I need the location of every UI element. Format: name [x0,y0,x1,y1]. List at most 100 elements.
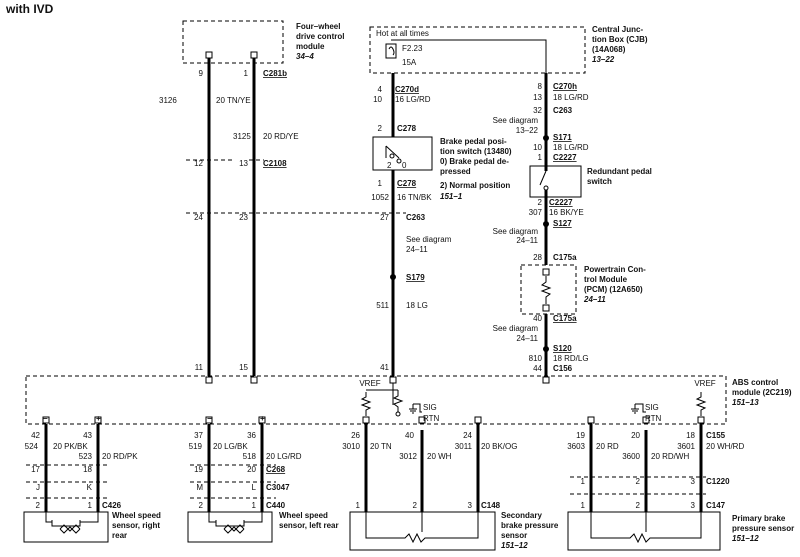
abs-control-module: ABS control module (2C219) 151–13 [25,375,792,425]
wire-label: 18 LG/RD [553,143,589,152]
svg-text:(14A068): (14A068) [592,45,626,54]
wire-label: 18 [686,431,695,440]
wheel-speed-sensor-left: Wheel speed sensor, left rear [187,511,339,543]
wire-label: 27 [380,213,389,222]
wire-label: 40 [405,431,414,440]
wire-label: C426 [102,501,122,510]
wire-label: 10 [373,95,382,104]
svg-text:F2.23: F2.23 [402,44,423,53]
wire-label: 18 LG/RD [553,93,589,102]
wire-label: 12 [194,159,203,168]
svg-text:tion Box (CJB): tion Box (CJB) [592,35,648,44]
wire-label: 18 RD/LG [553,354,589,363]
abs-internal-circuit [360,383,707,417]
wire-label: 20 WH [427,452,452,461]
wire-label: SIG [423,403,437,412]
wire-label: 1 [244,69,249,78]
splices [390,135,549,352]
wire-label: 523 [79,452,93,461]
wire-label: 9 [199,69,204,78]
wire-label: C155 [706,431,726,440]
svg-text:Central Junc-: Central Junc- [592,25,643,34]
wire-label: 3126 [159,96,177,105]
wire-label: 4 [378,85,383,94]
wire-label: 41 [380,363,389,372]
wire-label: C263 [553,106,573,115]
wire-label: 20 [247,465,256,474]
wire-label: 3600 [622,452,640,461]
svg-text:switch: switch [587,177,612,186]
wire-label: 42 [31,431,40,440]
svg-text:Primary brake: Primary brake [732,514,786,523]
svg-text:sensor, right: sensor, right [112,521,160,530]
wire-label: 15 [239,363,248,372]
wire-label: 16 LG/RD [395,95,431,104]
svg-text:151–12: 151–12 [501,541,528,550]
wire-label: RTN [645,414,662,423]
wire-label: 28 [533,253,542,262]
svg-text:ABS control: ABS control [732,378,778,387]
wire-label: 3 [691,501,696,510]
wire-label: See diagram [406,235,452,244]
wire-label: VREF [694,379,715,388]
wire-label: C2108 [263,159,287,168]
wire-label: 20 TN/YE [216,96,251,105]
wire-label: C2227 [553,153,577,162]
wire-label: 8 [538,82,543,91]
svg-text:Secondary: Secondary [501,511,542,520]
svg-text:sensor: sensor [501,531,527,540]
wire-label: 20 RD/YE [263,132,299,141]
wire-label: 1 [581,501,586,510]
wire-label: 1 [378,179,383,188]
wire-label: 3125 [233,132,251,141]
wire-label: 3603 [567,442,585,451]
svg-text:151–13: 151–13 [732,398,759,407]
svg-text:drive control: drive control [296,32,344,41]
wire-label: 20 BK/OG [481,442,517,451]
wire-label: 10 [533,143,542,152]
wire-label: 3 [468,501,473,510]
wire-label: 32 [533,106,542,115]
svg-text:151–1: 151–1 [440,192,463,201]
wire-label: 24 [194,213,203,222]
wire-label: 524 [25,442,39,451]
wire-label: 18 [83,465,92,474]
wire-label: 1 [356,501,361,510]
wire-label: 20 WH/RD [706,442,744,451]
wire-label: C270d [395,85,419,94]
wire-label: 20 LG/RD [266,452,302,461]
svg-text:2) Normal position: 2) Normal position [440,181,510,190]
wire-label: + [96,414,101,423]
wire-label: M [196,483,203,492]
wire-label: SIG [645,403,659,412]
wire-label: 1 [581,477,586,486]
wire-label: S120 [553,344,572,353]
svg-text:(PCM) (12A650): (PCM) (12A650) [584,285,643,294]
wire-label: 3 [691,477,696,486]
wire-label: 36 [247,431,256,440]
wire-label: 3011 [455,442,473,451]
wire-label: See diagram [493,324,539,333]
wire-label: 2 [538,198,543,207]
wire-label: 2 [413,501,418,510]
wire-label: 2 [636,501,641,510]
wire-label: + [260,414,265,423]
wire-label: 3601 [677,442,695,451]
wire-label: 24–11 [406,245,428,254]
wire-label: 20 TN [370,442,392,451]
svg-text:13–22: 13–22 [592,55,615,64]
wire-label: 20 RD/WH [651,452,689,461]
wire-label: 23 [239,213,248,222]
svg-text:151–12: 151–12 [732,534,759,543]
secondary-brake-pressure-sensor: Secondary brake pressure sensor 151–12 [349,511,559,551]
wire-label: 20 PK/BK [53,442,88,451]
wire-label: C268 [266,465,286,474]
svg-text:sensor, left rear: sensor, left rear [279,521,339,530]
wire-label: 1 [538,153,543,162]
diagram-title: with IVD [5,2,54,16]
wire-label: 307 [529,208,543,217]
svg-text:Wheel speed: Wheel speed [112,511,161,520]
wire-label: 2 [636,477,641,486]
wire-label: 20 LG/BK [213,442,248,451]
